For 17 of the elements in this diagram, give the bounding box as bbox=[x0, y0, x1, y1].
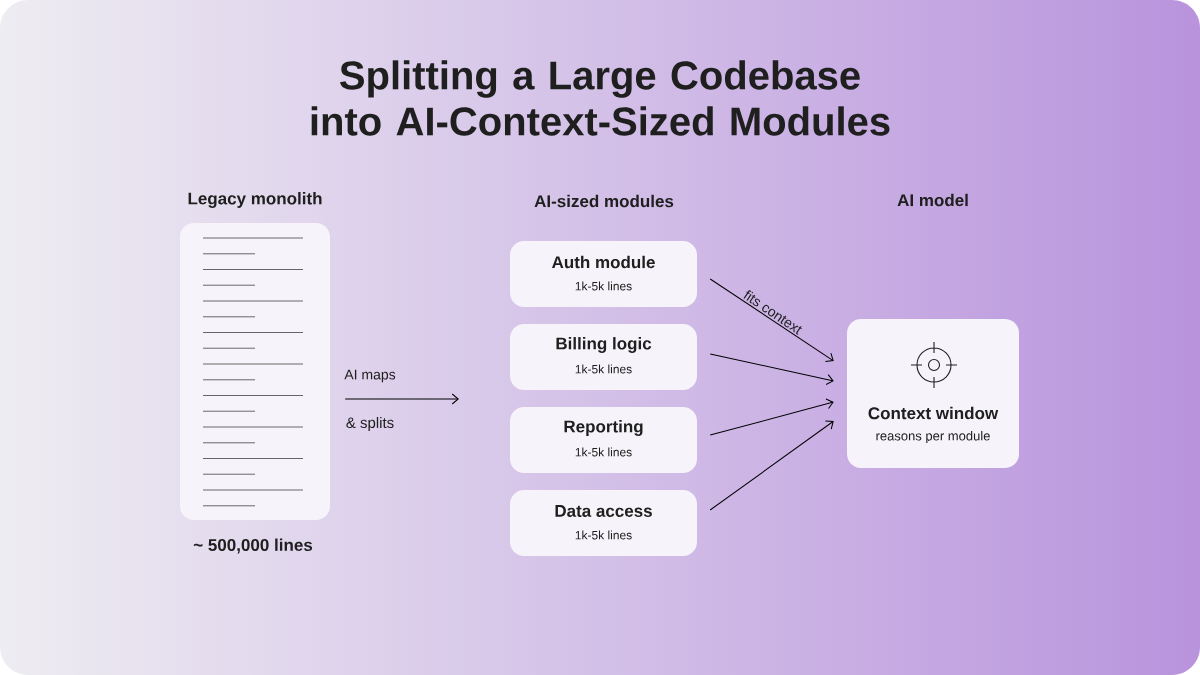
column-heading: Legacy monolith bbox=[188, 192, 322, 208]
arrow bbox=[709, 420, 834, 511]
module-box: Reporting 1k-5k lines bbox=[510, 407, 697, 473]
line-count: ~ 500,000 lines bbox=[193, 538, 313, 554]
text-label: AI-sized modules bbox=[534, 194, 674, 208]
arrow bbox=[709, 398, 834, 436]
text-label: AI model bbox=[897, 193, 968, 207]
text-label: & splits bbox=[346, 417, 394, 431]
model-box: Context window reasons per module bbox=[847, 319, 1019, 468]
arrow bbox=[709, 278, 834, 362]
module-box: Billing logic 1k-5k lines bbox=[510, 324, 697, 390]
arrow bbox=[709, 353, 834, 385]
module-box: Auth module 1k-5k lines bbox=[510, 241, 697, 307]
edge-label: AI maps bbox=[344, 369, 396, 383]
arrow bbox=[344, 393, 459, 405]
module-box: Data access 1k-5k lines bbox=[510, 490, 697, 556]
title: Splitting a Large Codebase into AI-Context-Sized Modules bbox=[311, 60, 890, 136]
